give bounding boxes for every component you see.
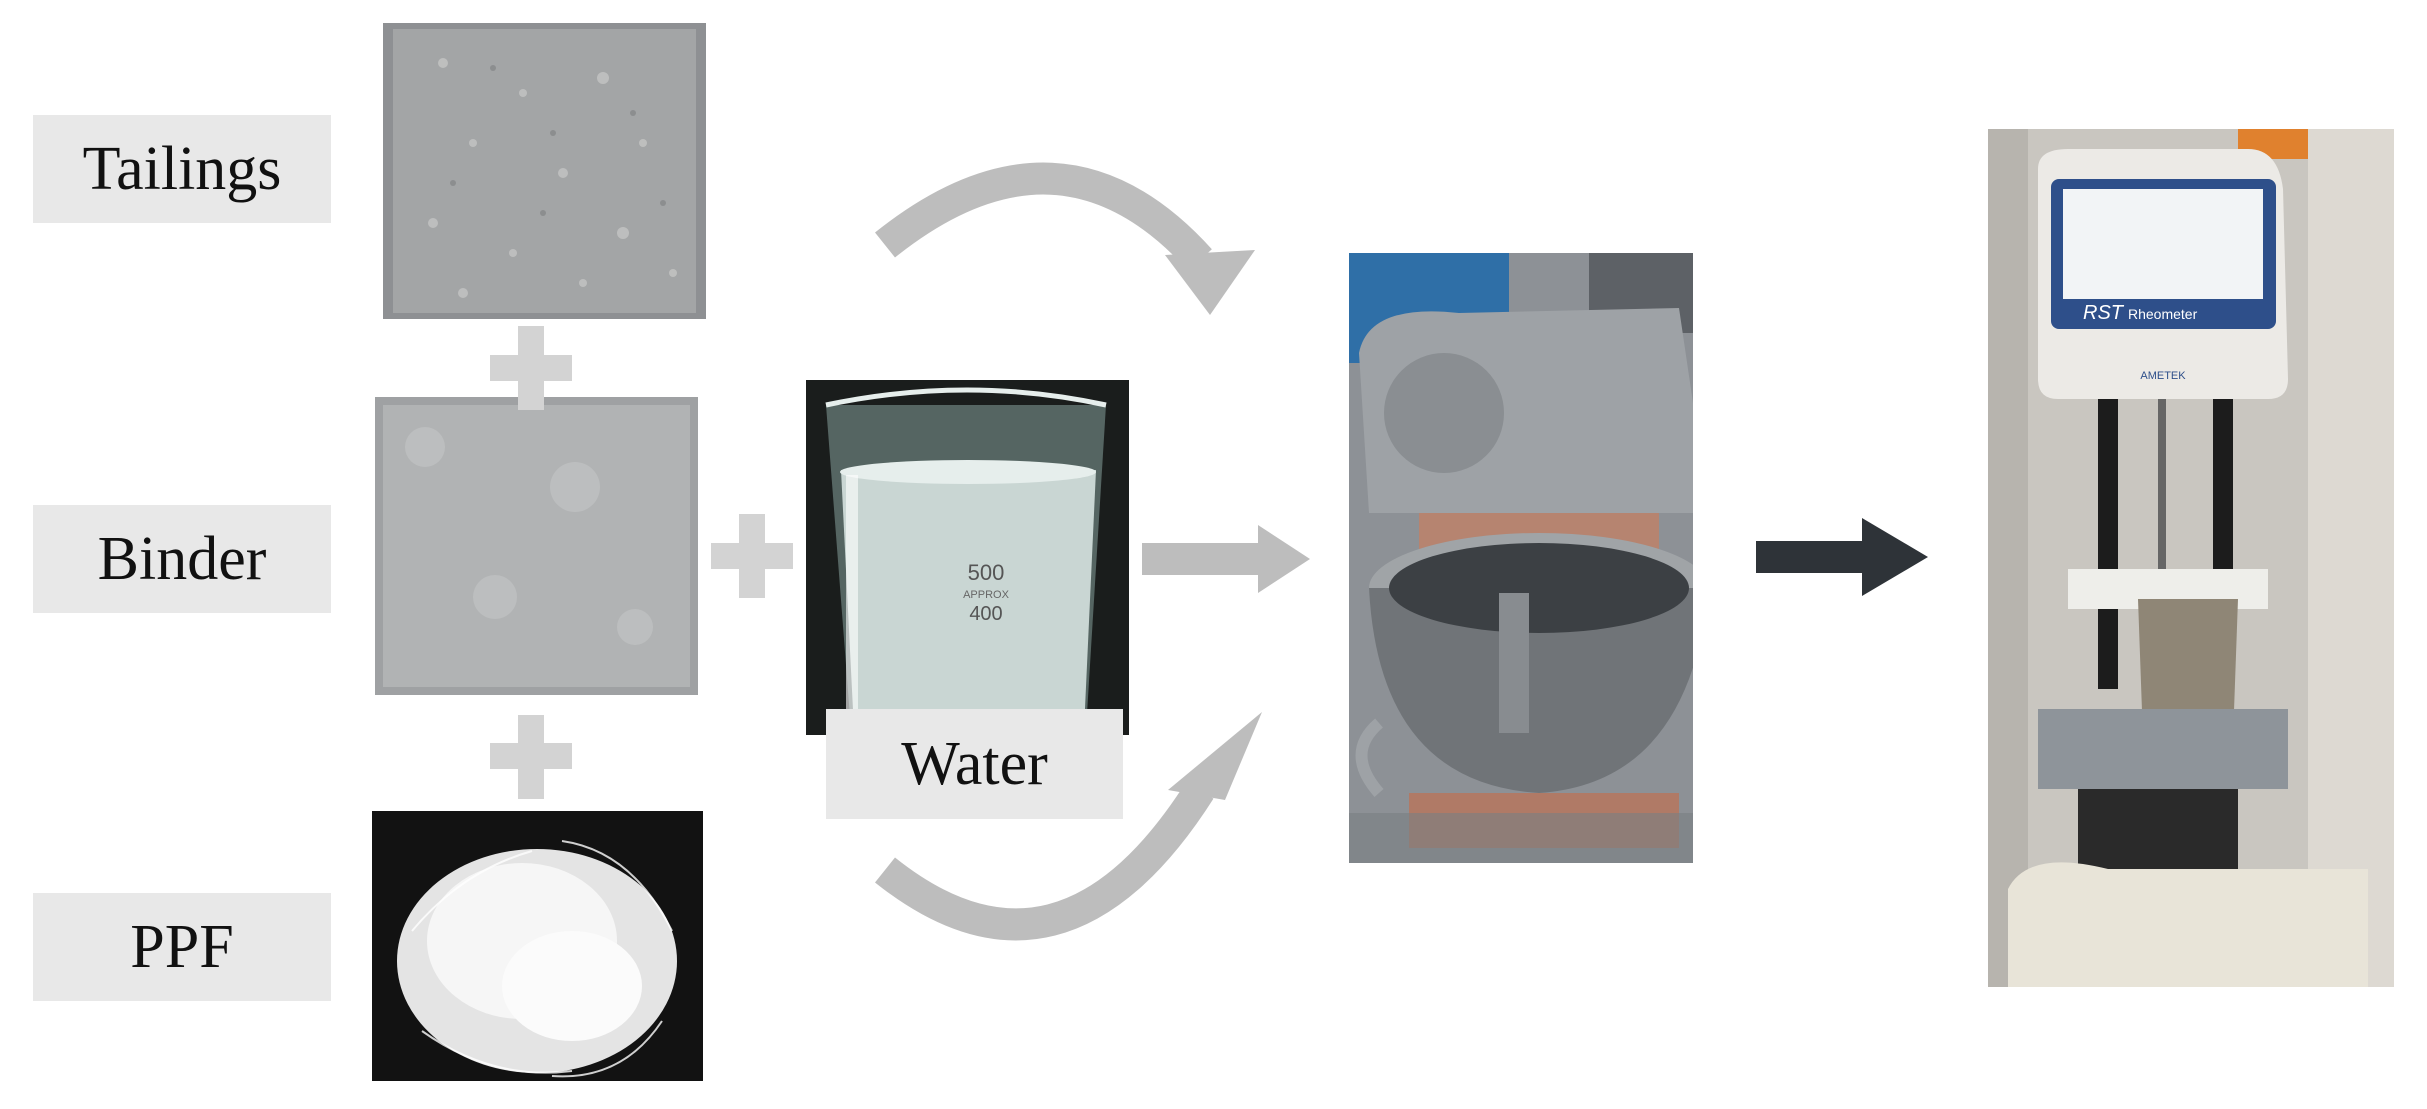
beaker-mark-500: 500 — [968, 560, 1005, 585]
plus-icon — [490, 715, 572, 799]
beaker-approx-text: APPROX — [963, 589, 1010, 601]
arrow-right-icon — [1756, 518, 1928, 596]
ppf-photo — [372, 811, 703, 1081]
ppf-label: PPF — [33, 893, 331, 1001]
tailings-label: Tailings — [33, 115, 331, 223]
plus-icon — [711, 514, 793, 598]
rheometer-photo: RST Rheometer AMETEK — [1988, 129, 2394, 987]
water-label: Water — [826, 709, 1123, 819]
mixer-photo — [1349, 253, 1693, 863]
arrow-right-icon — [1142, 525, 1310, 593]
rheometer-brand: RST — [2083, 302, 2125, 324]
binder-photo — [375, 397, 698, 695]
curved-arrow-icon — [875, 162, 1255, 315]
rheometer-maker: AMETEK — [2140, 370, 2186, 382]
water-beaker-photo: 500 APPROX 400 — [806, 380, 1129, 735]
tailings-photo — [383, 23, 706, 319]
binder-label: Binder — [33, 505, 331, 613]
beaker-mark-400: 400 — [969, 603, 1002, 625]
rheometer-model: Rheometer — [2128, 306, 2198, 322]
